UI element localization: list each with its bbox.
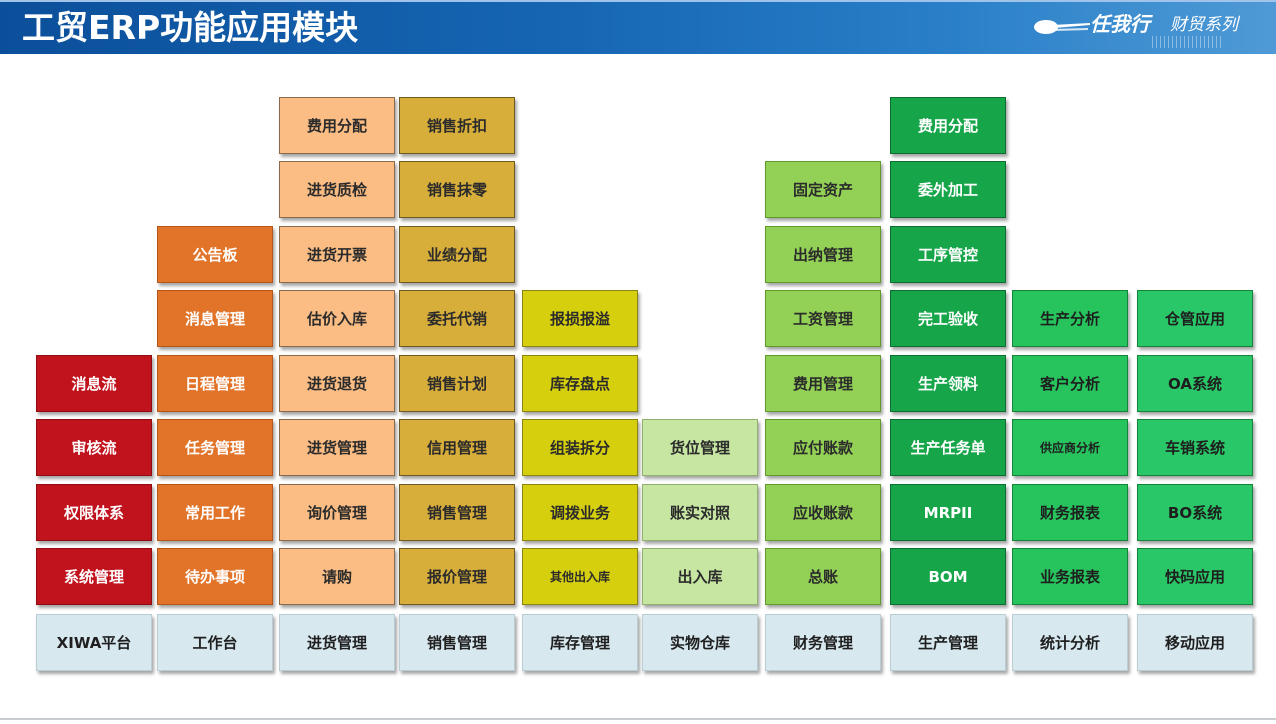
feature-box-workbench[interactable]: 任务管理 <box>157 419 273 476</box>
feature-box-workbench[interactable]: 公告板 <box>157 226 273 283</box>
feature-box-sales[interactable]: 报价管理 <box>399 548 515 605</box>
base-module-purchase[interactable]: 进货管理 <box>279 614 395 671</box>
feature-box-finance[interactable]: 应收账款 <box>765 484 881 541</box>
feature-box-production[interactable]: 生产领料 <box>890 355 1006 412</box>
feature-box-sales[interactable]: 信用管理 <box>399 419 515 476</box>
feature-box-xiwa[interactable]: 系统管理 <box>36 548 152 605</box>
feature-box-purchase[interactable]: 费用分配 <box>279 97 395 154</box>
feature-box-workbench[interactable]: 消息管理 <box>157 290 273 347</box>
brand-name: 任我行 <box>1090 12 1150 36</box>
feature-box-sales[interactable]: 委托代销 <box>399 290 515 347</box>
feature-box-xiwa[interactable]: 消息流 <box>36 355 152 412</box>
feature-box-production[interactable]: 完工验收 <box>890 290 1006 347</box>
feature-box-analytics[interactable]: 生产分析 <box>1012 290 1128 347</box>
feature-box-production[interactable]: 委外加工 <box>890 161 1006 218</box>
feature-box-purchase[interactable]: 估价入库 <box>279 290 395 347</box>
brand-lines-decoration <box>1152 36 1222 48</box>
feature-box-mobile[interactable]: BO系统 <box>1137 484 1253 541</box>
base-module-analytics[interactable]: 统计分析 <box>1012 614 1128 671</box>
feature-box-purchase[interactable]: 进货退货 <box>279 355 395 412</box>
feature-box-sales[interactable]: 销售管理 <box>399 484 515 541</box>
feature-box-analytics[interactable]: 财务报表 <box>1012 484 1128 541</box>
feature-box-xiwa[interactable]: 审核流 <box>36 419 152 476</box>
base-module-sales[interactable]: 销售管理 <box>399 614 515 671</box>
feature-box-finance[interactable]: 固定资产 <box>765 161 881 218</box>
feature-box-sales[interactable]: 销售折扣 <box>399 97 515 154</box>
feature-box-purchase[interactable]: 进货质检 <box>279 161 395 218</box>
feature-box-inventory[interactable]: 报损报溢 <box>522 290 638 347</box>
base-module-finance[interactable]: 财务管理 <box>765 614 881 671</box>
feature-box-xiwa[interactable]: 权限体系 <box>36 484 152 541</box>
title-banner: 工贸ERP功能应用模块 任我行 财贸系列 <box>0 0 1276 54</box>
feature-box-mobile[interactable]: 仓管应用 <box>1137 290 1253 347</box>
brand-logo: 任我行 财贸系列 <box>1032 8 1272 48</box>
feature-box-purchase[interactable]: 请购 <box>279 548 395 605</box>
feature-box-mobile[interactable]: 快码应用 <box>1137 548 1253 605</box>
feature-box-purchase[interactable]: 进货开票 <box>279 226 395 283</box>
feature-box-sales[interactable]: 销售计划 <box>399 355 515 412</box>
feature-box-production[interactable]: 费用分配 <box>890 97 1006 154</box>
feature-box-analytics[interactable]: 客户分析 <box>1012 355 1128 412</box>
swoosh-logo-icon <box>1034 20 1090 34</box>
feature-box-finance[interactable]: 出纳管理 <box>765 226 881 283</box>
feature-box-purchase[interactable]: 进货管理 <box>279 419 395 476</box>
feature-box-analytics[interactable]: 供应商分析 <box>1012 419 1128 476</box>
page-title: 工贸ERP功能应用模块 <box>22 8 359 47</box>
feature-box-warehouse[interactable]: 货位管理 <box>642 419 758 476</box>
brand-subtitle: 财贸系列 <box>1170 15 1238 35</box>
feature-box-sales[interactable]: 业绩分配 <box>399 226 515 283</box>
feature-box-warehouse[interactable]: 出入库 <box>642 548 758 605</box>
feature-box-production[interactable]: 生产任务单 <box>890 419 1006 476</box>
feature-box-inventory[interactable]: 其他出入库 <box>522 548 638 605</box>
feature-box-analytics[interactable]: 业务报表 <box>1012 548 1128 605</box>
feature-box-workbench[interactable]: 日程管理 <box>157 355 273 412</box>
base-module-production[interactable]: 生产管理 <box>890 614 1006 671</box>
base-module-mobile[interactable]: 移动应用 <box>1137 614 1253 671</box>
feature-box-mobile[interactable]: OA系统 <box>1137 355 1253 412</box>
feature-box-finance[interactable]: 工资管理 <box>765 290 881 347</box>
feature-box-production[interactable]: BOM <box>890 548 1006 605</box>
feature-box-inventory[interactable]: 组装拆分 <box>522 419 638 476</box>
base-module-warehouse[interactable]: 实物仓库 <box>642 614 758 671</box>
feature-box-workbench[interactable]: 常用工作 <box>157 484 273 541</box>
base-module-xiwa[interactable]: XIWA平台 <box>36 614 152 671</box>
feature-box-workbench[interactable]: 待办事项 <box>157 548 273 605</box>
feature-box-inventory[interactable]: 调拨业务 <box>522 484 638 541</box>
feature-box-mobile[interactable]: 车销系统 <box>1137 419 1253 476</box>
feature-box-warehouse[interactable]: 账实对照 <box>642 484 758 541</box>
footer-divider <box>0 718 1276 720</box>
feature-box-sales[interactable]: 销售抹零 <box>399 161 515 218</box>
feature-box-finance[interactable]: 总账 <box>765 548 881 605</box>
feature-box-finance[interactable]: 应付账款 <box>765 419 881 476</box>
base-module-inventory[interactable]: 库存管理 <box>522 614 638 671</box>
base-module-workbench[interactable]: 工作台 <box>157 614 273 671</box>
feature-box-finance[interactable]: 费用管理 <box>765 355 881 412</box>
feature-box-production[interactable]: 工序管控 <box>890 226 1006 283</box>
feature-box-purchase[interactable]: 询价管理 <box>279 484 395 541</box>
feature-box-inventory[interactable]: 库存盘点 <box>522 355 638 412</box>
feature-box-production[interactable]: MRPII <box>890 484 1006 541</box>
